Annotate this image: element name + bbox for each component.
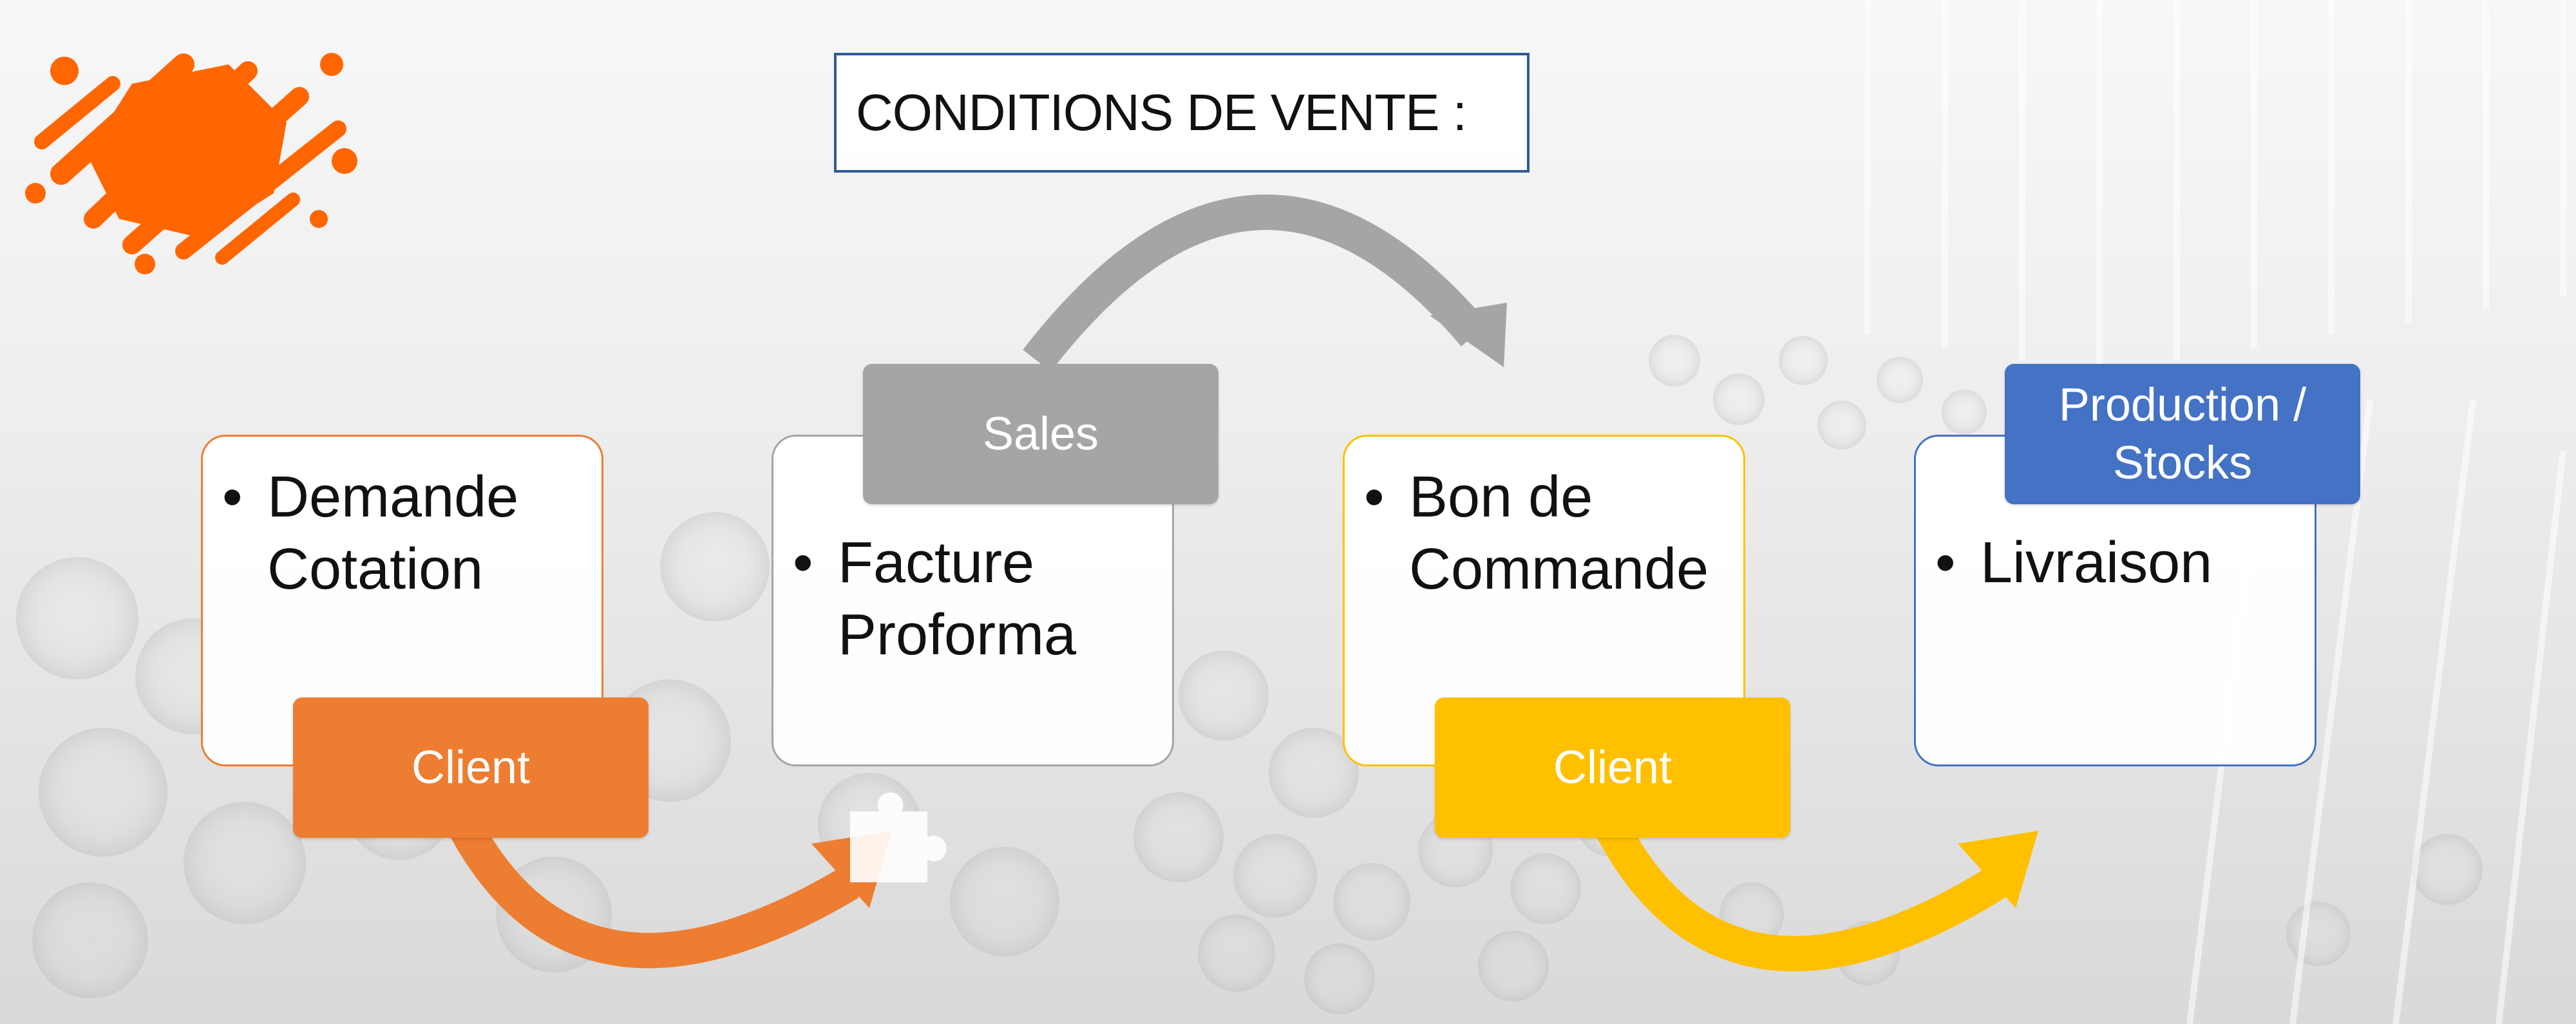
step-tag-client: Client	[1435, 697, 1790, 838]
bullet-dot: •	[1935, 531, 1956, 595]
tag-line2: Stocks	[2112, 437, 2253, 489]
bullet-dot: •	[222, 465, 243, 529]
page-title: CONDITIONS DE VENTE :	[834, 53, 1530, 173]
step-text-line2: Cotation	[267, 537, 484, 602]
step-card-bullet: • Bon de Commande	[1364, 461, 1724, 605]
step-text-line1: Demande	[267, 465, 519, 529]
step-text-line1: Livraison	[1980, 531, 2213, 595]
step-card-bullet: • Demande Cotation	[222, 461, 582, 605]
step-text-line2: Commande	[1409, 537, 1709, 602]
bullet-dot: •	[1364, 465, 1385, 529]
step-tag-production-stocks: Production / Stocks	[2005, 364, 2360, 504]
paint-splash-logo	[25, 53, 357, 274]
bullet-dot: •	[793, 531, 813, 595]
tag-line1: Production /	[2058, 379, 2307, 431]
step-card-bullet: • Livraison	[1935, 527, 2295, 599]
step-text-line1: Bon de	[1409, 465, 1593, 529]
step-text-line1: Facture	[838, 531, 1035, 595]
step-card-bullet: • Facture Proforma	[793, 527, 1153, 671]
step-text-line2: Proforma	[838, 603, 1077, 667]
step-tag-client: Client	[293, 697, 649, 838]
step-tag-sales: Sales	[863, 364, 1218, 504]
